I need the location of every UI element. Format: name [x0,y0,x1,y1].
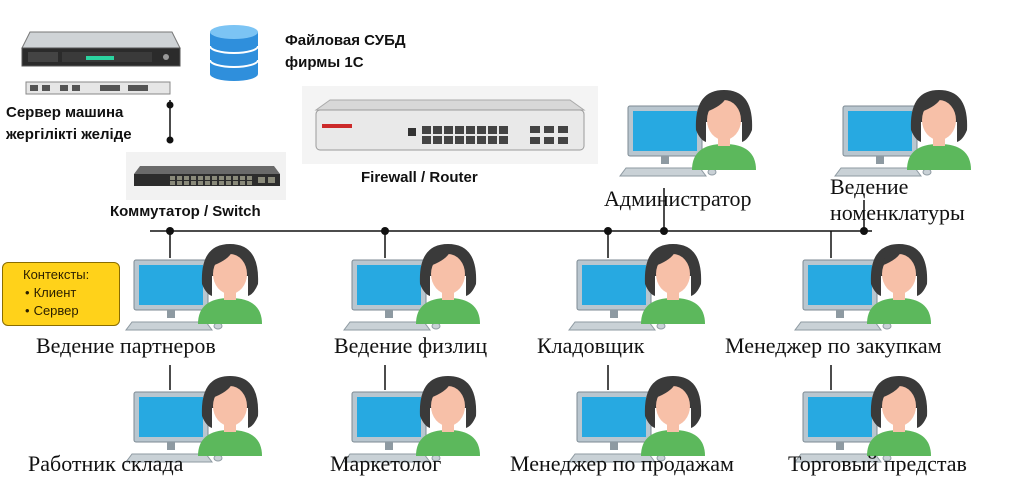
workstation-label-individuals: Ведение физлиц [334,333,488,358]
workstation-label-sales-manager: Менеджер по продажам [510,451,734,476]
contexts-item-server: Сервер [25,302,119,320]
firewall-label: Firewall / Router [361,169,478,186]
workstation-label-warehouse-worker: Работник склада [28,451,184,476]
database-label-line2: фирмы 1С [285,54,364,71]
server-label-line2: жергілікті желіде [6,126,132,143]
switch-label: Коммутатор / Switch [110,203,261,220]
workstation-label-partners: Ведение партнеров [36,333,216,358]
workstation-label-purchasing-manager: Менеджер по закупкам [725,333,942,358]
contexts-note: Контексты: Клиент Сервер [2,262,120,326]
contexts-item-client: Клиент [25,284,119,302]
database-label-line1: Файловая СУБД [285,32,406,49]
workstation-label-marketer: Маркетолог [330,451,442,476]
workstation-label-sales-rep: Торговый представ [788,451,967,476]
workstation-label-administrator: Администратор [604,186,752,211]
server-label: Сервер машина жергілікті желіде [6,102,132,146]
workstation-label-nomenclature-line2: номенклатуры [830,200,965,225]
workstation-label-storekeeper: Кладовщик [537,333,645,358]
contexts-title: Контексты: [23,267,90,282]
workstation-label-nomenclature-line1: Ведение [830,174,909,199]
workstation-label-nomenclature: Ведение номенклатуры [830,174,965,226]
server-label-line1: Сервер машина [6,104,124,121]
database-label: Файловая СУБД фирмы 1С [285,30,406,74]
